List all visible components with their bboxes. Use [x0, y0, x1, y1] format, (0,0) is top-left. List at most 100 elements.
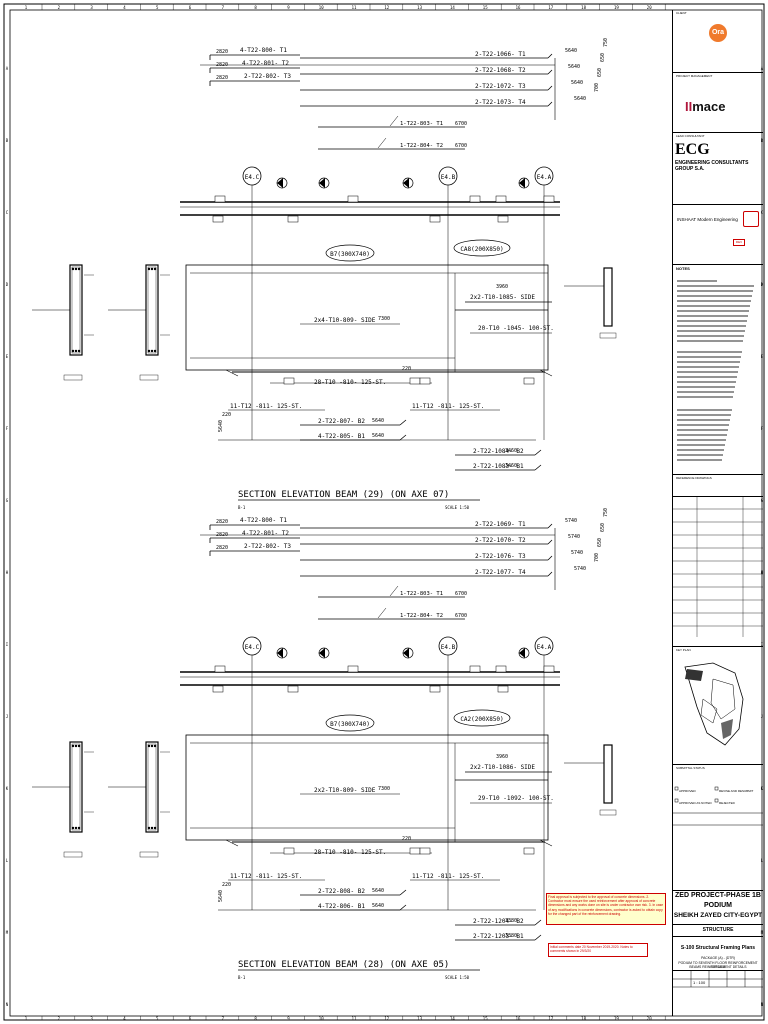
rebar-dot [150, 267, 154, 271]
mid-bar-length: 6700 [455, 143, 467, 149]
contractor-name: INSHAAT Modern Engineering [677, 217, 738, 222]
leader [389, 115, 399, 127]
mace-logo: IImace [685, 99, 725, 114]
grid-col-label-top: 7 [222, 5, 225, 10]
bottom-bar-hook [534, 449, 542, 456]
mid-bar-label: 1-T22-803- T1 [400, 121, 443, 127]
grid-col-label-top: 20 [647, 5, 652, 10]
dimension-tag [495, 195, 507, 203]
client-section: CLIENT Ora [673, 10, 763, 72]
project-location: SHEIKH ZAYED CITY-EGYPT [673, 912, 763, 919]
bar-label: 2-T22-1073- T4 [475, 99, 526, 106]
dimension-tag [497, 215, 509, 223]
bar-label: 2-T22-1066- T1 [475, 51, 526, 58]
grid-col-label-top: 17 [548, 5, 553, 10]
cross-section-outline [603, 267, 613, 327]
section-arrow-icon [403, 648, 409, 658]
rebar-dot [150, 744, 154, 748]
cross-section-outline [603, 744, 613, 804]
submittal-grid [673, 786, 763, 826]
section-tag-box [523, 377, 535, 385]
grid-col-label-bottom: 4 [123, 1016, 126, 1021]
bar-length: 5640 [565, 48, 577, 54]
section-sublabel: B-1 [238, 505, 246, 510]
axis-label: E4.A [537, 644, 552, 651]
status-approved-noted[interactable]: APPROVED AS NOTED [679, 801, 712, 805]
stirrup-label: 29-T10 -1092- 100-ST. [478, 795, 554, 802]
keyplan-label: KEY PLAN [676, 648, 691, 652]
bottom-bar-label: 4-T22-805- B1 [318, 433, 365, 440]
stirrup-label: 28-T10 -810- 125-ST. [314, 379, 386, 386]
bar-hook [547, 101, 553, 107]
section-arrow-icon [319, 648, 325, 658]
side-bar-length: 7300 [378, 316, 390, 322]
bar-label: 4-T22-800- T1 [240, 517, 287, 524]
bottom-bar-label: 4-T22-806- B1 [318, 903, 365, 910]
bar-label: 4-T22-800- T1 [240, 47, 287, 54]
break-line [539, 839, 553, 847]
bottom-bar-label: 2-T22-1083- B1 [473, 463, 524, 470]
status-rejected[interactable]: REJECTED [719, 801, 735, 805]
scale-cell: 1 : 100 [693, 980, 706, 985]
beam-tag-ellipse [325, 244, 375, 262]
side-bar-label: 2x2-T10-1085- SIDE [470, 294, 535, 301]
bottom-bar-label: 2-T22-1204- B2 [473, 918, 524, 925]
bar-hook [547, 69, 553, 75]
contractor-logo-icon [743, 211, 759, 227]
discipline-label: STRUCTURE [702, 927, 734, 933]
grid-col-label-top: 18 [581, 5, 586, 10]
bar-hook [547, 523, 553, 529]
bottom-bar-hook [399, 419, 407, 426]
grid-col-label-top: 19 [614, 5, 619, 10]
section-tag-box [409, 377, 421, 385]
section-tag-box [419, 847, 431, 855]
section-arrow-icon [403, 178, 409, 188]
dimension-tag [287, 685, 299, 693]
side-dimension: 650 [597, 68, 603, 77]
grid-col-label-bottom: 9 [287, 1016, 290, 1021]
mid-bar-label: 1-T22-804- T2 [400, 143, 443, 149]
grid-col-label-bottom: 10 [319, 1016, 324, 1021]
status-approved[interactable]: APPROVED [679, 789, 696, 793]
notes-lines [677, 280, 754, 461]
section-arrow-icon [319, 178, 325, 188]
break-line [225, 369, 239, 377]
consultant-name: ENGINEERING CONSULTANTS GROUP S.A. [675, 160, 749, 172]
cross-section-tag [599, 332, 617, 339]
grid-col-label-top: 11 [352, 5, 357, 10]
bar-length: 2820 [216, 49, 228, 55]
side-bar-length: 3960 [496, 284, 508, 290]
ecg-logo: ECG [675, 141, 710, 158]
side-bar-label: 2x2-T10-809- SIDE [314, 787, 376, 794]
section-arrow-icon [519, 648, 525, 658]
bottom-bar-length: 3380 [505, 933, 517, 939]
grid-row-label-left: M [6, 930, 9, 935]
section-arrow-icon [277, 648, 283, 658]
grid-col-label-bottom: 3 [90, 1016, 93, 1021]
section-tag-box [283, 847, 295, 855]
grid-col-label-top: 1 [25, 5, 28, 10]
grid-row-label-right: C [761, 210, 764, 215]
axis-label: E4.C [245, 644, 260, 651]
bottom-bar-hook [399, 889, 407, 896]
bottom-bar-length: 3460 [505, 463, 517, 469]
dimension-tag [214, 195, 226, 203]
project-name: ZED PROJECT-PHASE 1B [675, 892, 761, 899]
dimension-tag [214, 665, 226, 673]
bar-label: 2-T22-802- T3 [244, 543, 291, 550]
grid-row-label-left: G [6, 498, 9, 503]
grid-row-label-right: L [761, 858, 764, 863]
section-scale: SCALE 1:50 [445, 975, 470, 980]
break-line [225, 839, 239, 847]
bar-length: 2820 [216, 519, 228, 525]
mid-bar-label: 1-T22-804- T2 [400, 613, 443, 619]
leader [377, 137, 387, 149]
beam-tag-ellipse [325, 714, 375, 732]
grid-row-label-left: E [6, 354, 9, 359]
bar-hook [547, 85, 553, 91]
stirrup-label: 11-T12 -811- 125-ST. [230, 873, 302, 880]
status-revise[interactable]: REVISE AND RESUBMIT [719, 789, 754, 793]
section-arrow-icon [519, 178, 525, 188]
bar-label: 4-T22-801- T2 [242, 60, 289, 67]
axis-label: E4.C [245, 174, 260, 181]
